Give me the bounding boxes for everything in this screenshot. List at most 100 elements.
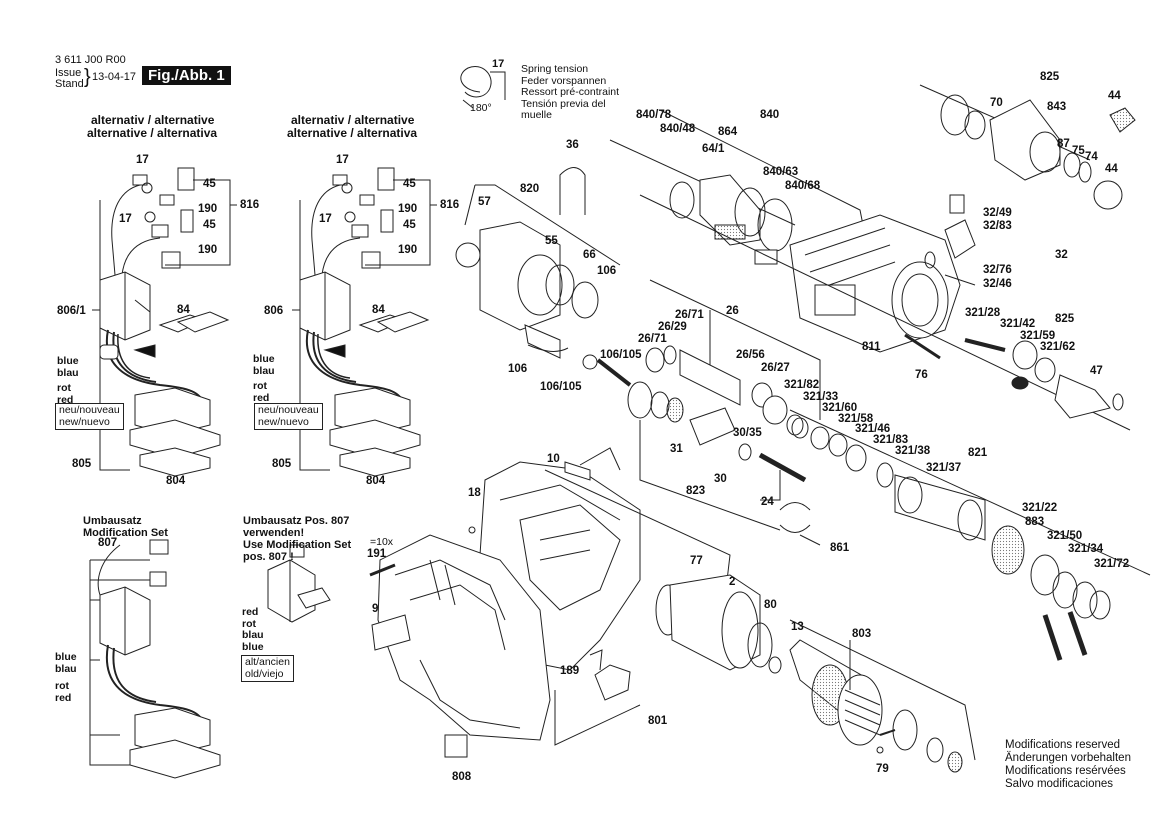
spring-tension-symbol xyxy=(460,66,506,109)
label-76: 76 xyxy=(915,369,928,381)
spring-line: muelle xyxy=(521,109,552,121)
label-840-63: 840/63 xyxy=(763,166,798,178)
label-191: 191 xyxy=(367,548,387,560)
label-804: 804 xyxy=(366,475,386,487)
label-17: 17 xyxy=(119,213,132,225)
wire-blue: blue xyxy=(57,355,79,367)
modifications-line: Modifications reserved xyxy=(1005,739,1121,751)
label-2: 2 xyxy=(729,576,735,588)
alt-line: alt/ancien xyxy=(245,656,290,668)
hammer-mechanism xyxy=(627,279,821,546)
label-190: 190 xyxy=(198,203,217,215)
wire-rot: rot xyxy=(57,382,71,394)
switch-assembly-alt-1 xyxy=(99,167,230,477)
wire-label-group-1: blue blau rot red xyxy=(57,355,79,406)
figure-badge: Fig./Abb. 1 xyxy=(142,66,231,85)
label-84: 84 xyxy=(177,304,190,316)
label-805: 805 xyxy=(72,458,92,470)
neu-line: neu/nouveau xyxy=(59,404,120,416)
spring-tension-text: Spring tension Feder vorspannen Ressort … xyxy=(521,63,620,122)
label-84: 84 xyxy=(372,304,385,316)
wire-rot: rot xyxy=(242,617,256,630)
alternative-note-left-1: alternativ / alternative xyxy=(91,113,215,127)
label-45: 45 xyxy=(203,219,216,231)
umbausatz-pos-3: Use Modification Set xyxy=(243,539,352,551)
wire-red: red xyxy=(55,691,72,704)
label-30: 30 xyxy=(714,473,727,485)
label-17: 17 xyxy=(336,154,349,166)
label-26-29: 26/29 xyxy=(658,321,687,333)
switch-old-version xyxy=(267,544,331,623)
wire-blue: blue xyxy=(242,640,264,653)
label-811: 811 xyxy=(862,341,881,353)
part-number-labels: 17 45 190 17 45 190 816 806/1 84 805 804… xyxy=(57,71,1129,783)
wire-blau: blau xyxy=(55,662,77,675)
label-803: 803 xyxy=(852,628,871,640)
modifications-line: Änderungen vorbehalten xyxy=(1005,752,1131,764)
main-housing xyxy=(369,447,731,758)
label-840: 840 xyxy=(760,109,779,121)
label-18: 18 xyxy=(468,487,481,499)
label-321-22: 321/22 xyxy=(1022,502,1057,514)
label-840-68: 840/68 xyxy=(785,180,821,192)
label-808: 808 xyxy=(452,771,472,783)
label-321-82: 321/82 xyxy=(784,379,819,391)
label-47: 47 xyxy=(1090,365,1103,377)
label-9: 9 xyxy=(372,603,378,615)
label-807: 807 xyxy=(98,537,117,549)
label-26-71: 26/71 xyxy=(675,309,704,321)
label-106: 106 xyxy=(508,363,527,375)
wire-blau: blau xyxy=(242,629,264,641)
label-883: 883 xyxy=(1025,516,1044,528)
label-805: 805 xyxy=(272,458,292,470)
label-87: 87 xyxy=(1057,138,1070,150)
label-806: 806 xyxy=(264,305,283,317)
umbausatz-title-1: Umbausatz xyxy=(83,515,142,527)
label-44: 44 xyxy=(1105,163,1118,175)
quantity-note: =10x xyxy=(370,536,394,548)
modifications-reserved: Modifications reserved Änderungen vorbeh… xyxy=(1005,739,1131,791)
wire-rot: rot xyxy=(55,680,69,692)
alternative-note-right-1: alternativ / alternative xyxy=(291,113,415,127)
wire-red: red xyxy=(57,393,74,406)
wire-blue: blue xyxy=(253,353,275,365)
label-32-49: 32/49 xyxy=(983,207,1012,219)
modifications-line: Modifications resérvées xyxy=(1005,765,1126,777)
label-840-78: 840/78 xyxy=(636,109,672,121)
issue-label: Issue xyxy=(55,67,82,79)
drill-head-assembly xyxy=(455,84,1136,431)
label-57: 57 xyxy=(478,196,491,208)
label-321-37: 321/37 xyxy=(926,462,961,474)
left-bracket-lines xyxy=(89,179,437,766)
spring-line: Spring tension xyxy=(521,63,589,75)
label-32-46: 32/46 xyxy=(983,278,1012,290)
umbausatz-pos-1: Umbausatz Pos. 807 xyxy=(243,515,350,527)
label-26: 26 xyxy=(726,305,739,317)
label-321-42: 321/42 xyxy=(1000,318,1035,330)
modification-set-807 xyxy=(97,539,221,779)
label-816: 816 xyxy=(440,199,459,211)
label-843: 843 xyxy=(1047,101,1066,113)
label-321-28: 321/28 xyxy=(965,307,1001,319)
label-321-59: 321/59 xyxy=(1020,330,1055,342)
label-77: 77 xyxy=(690,555,703,567)
label-823: 823 xyxy=(686,485,705,497)
neu-line: neu/nouveau xyxy=(258,404,319,416)
label-45: 45 xyxy=(403,178,416,190)
spring-line: Ressort pré-contraint xyxy=(521,86,620,98)
label-840-48: 840/48 xyxy=(660,123,696,135)
label-45: 45 xyxy=(403,219,416,231)
wire-label-group-2: blue blau rot red xyxy=(253,353,275,404)
label-825: 825 xyxy=(1055,313,1075,325)
spring-angle-bottom: 180° xyxy=(470,102,492,114)
label-801: 801 xyxy=(648,715,668,727)
label-825: 825 xyxy=(1040,71,1060,83)
label-861: 861 xyxy=(830,542,850,554)
wire-label-group-4: red rot blau blue xyxy=(242,606,264,653)
label-13: 13 xyxy=(791,621,804,633)
wire-red: red xyxy=(242,606,259,618)
label-321-50: 321/50 xyxy=(1047,530,1082,542)
label-32: 32 xyxy=(1055,249,1068,261)
umbausatz-pos-4: pos. 807 ! xyxy=(243,551,294,563)
